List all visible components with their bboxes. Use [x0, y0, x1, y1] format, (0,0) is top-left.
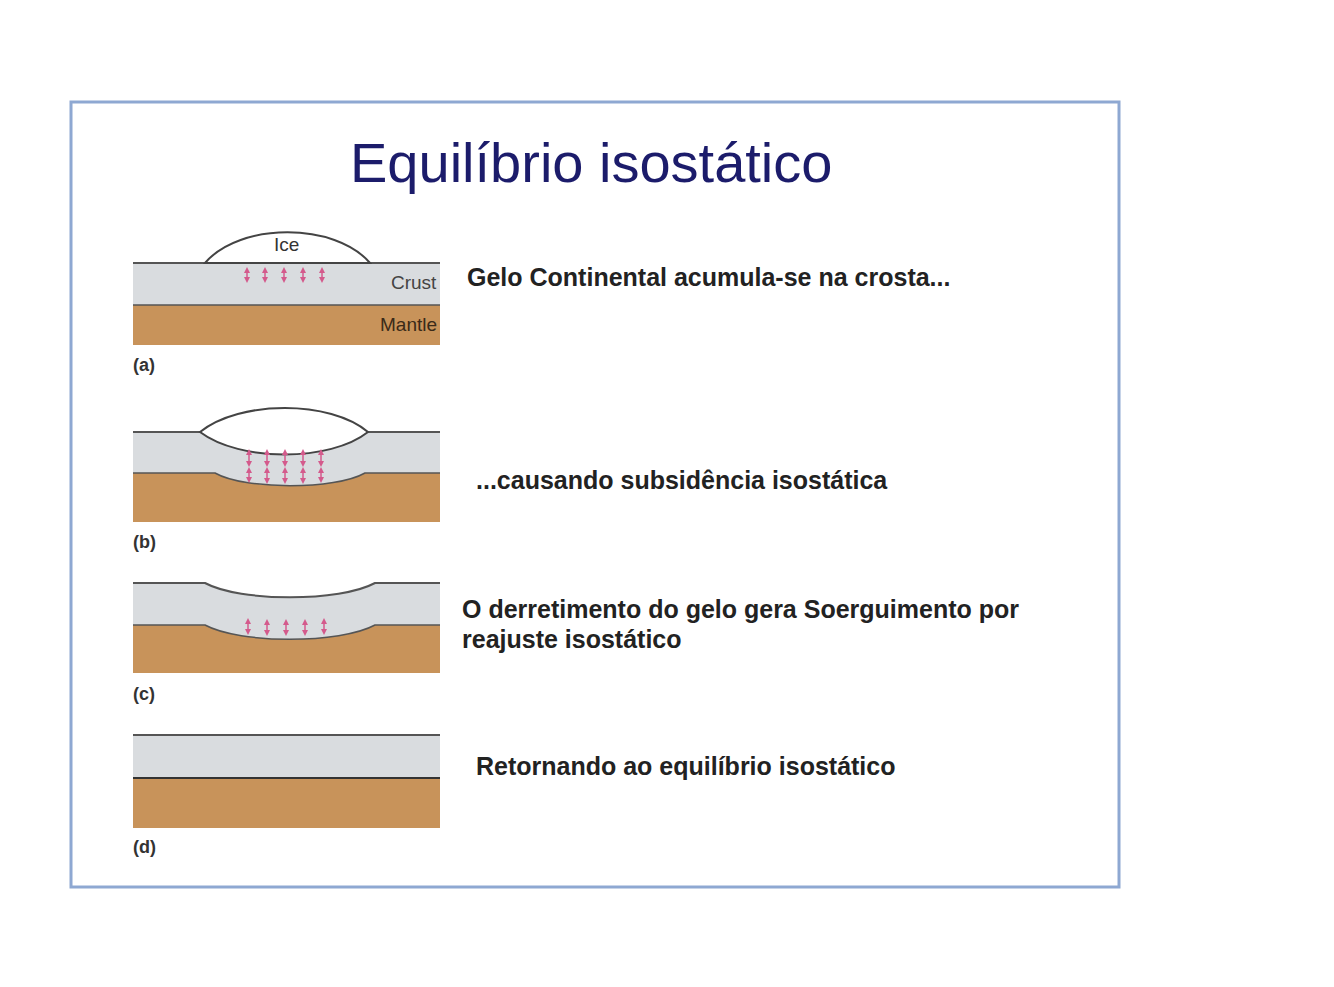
- step-caption: O derretimento do gelo gera Soerguimento…: [462, 594, 1022, 654]
- crust-top: [133, 583, 440, 597]
- crust-label: Crust: [391, 272, 436, 295]
- slide-title: Equilíbrio isostático: [350, 129, 832, 196]
- panel-letter: (d): [133, 837, 156, 859]
- stress-arrows: [248, 621, 324, 633]
- ice-label: Ice: [274, 234, 299, 257]
- ice-sheet: [200, 408, 368, 455]
- slide-frame: [71, 102, 1119, 887]
- stress-arrows: [247, 270, 322, 280]
- stress-arrows: [249, 452, 321, 481]
- step-caption: ...causando subsidência isostática: [476, 465, 887, 495]
- crust-mantle-boundary: [133, 473, 440, 486]
- crust-band: [133, 583, 440, 639]
- panel-letter: (b): [133, 532, 156, 554]
- panel-letter: (a): [133, 355, 155, 377]
- crust-band: [133, 263, 440, 305]
- mantle-band: [133, 305, 440, 345]
- crust-mantle-boundary: [133, 777, 440, 779]
- crust-mantle-boundary: [133, 304, 440, 306]
- step-caption: Retornando ao equilíbrio isostático: [476, 751, 895, 781]
- crust-top: [133, 734, 440, 736]
- crust-band: [133, 735, 440, 778]
- mantle-band: [133, 778, 440, 828]
- mantle-label: Mantle: [380, 314, 437, 337]
- ice-sheet: [205, 232, 370, 263]
- step-caption: Gelo Continental acumula-se na crosta...: [467, 262, 950, 292]
- panel-letter: (c): [133, 684, 155, 706]
